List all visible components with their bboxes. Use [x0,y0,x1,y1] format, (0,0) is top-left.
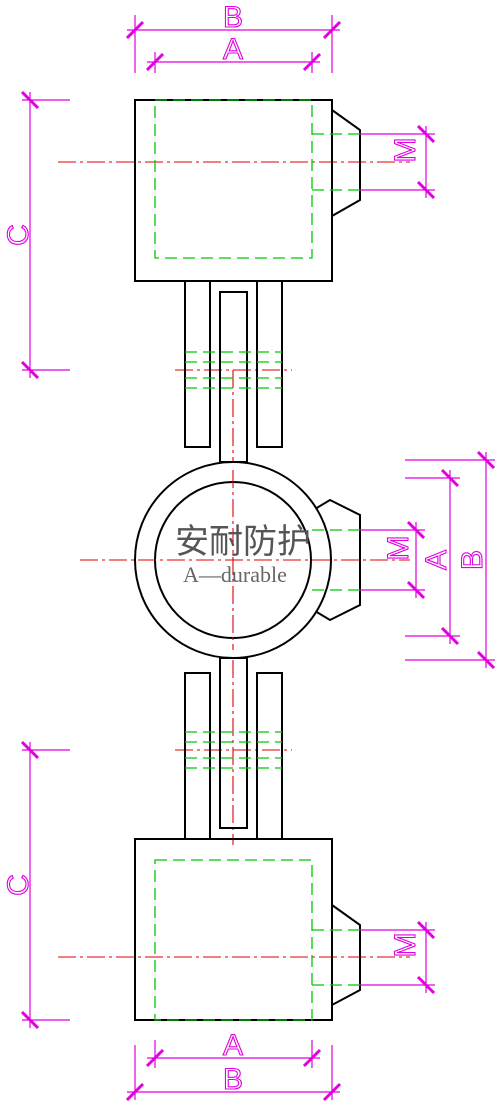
bottom-block-hidden-bore [154,859,313,1021]
bottom-b-tick-right [322,1082,342,1102]
top-b-label: B [223,1,243,34]
top-a-tick-left [145,52,165,72]
upper-right-strap [256,280,283,448]
middle-b-tick-top [476,450,496,470]
middle-a-tick-bottom [440,626,460,646]
watermark-chinese-text: 安耐防护 [175,522,311,562]
upper-left-strap [184,280,211,448]
watermark: 安耐防护 A—durable [175,522,311,587]
lower-left-strap [184,672,211,840]
watermark-english-text: A—durable [183,562,287,587]
top-block [134,99,361,282]
bottom-m-tick-top [416,920,436,940]
top-c-tick-bottom [20,360,40,380]
bottom-block-lug [331,903,361,1007]
bottom-m-label: M [389,933,422,958]
bottom-block-body [134,838,333,1021]
bottom-b-tick-left [125,1082,145,1102]
middle-ring [80,461,410,659]
middle-m-label: M [382,536,415,561]
top-a-tick-right [302,52,322,72]
lower-straps [184,657,283,840]
middle-b-tick-bottom [476,650,496,670]
top-m-label: M [389,138,422,163]
bottom-m-tick-bottom [416,975,436,995]
middle-m-tick-bottom [406,580,426,600]
top-m-tick-top [416,124,436,144]
bottom-block [134,838,361,1021]
bottom-a-label: A [223,1029,243,1062]
top-c-label: C [2,224,35,246]
bottom-a-tick-left [145,1048,165,1068]
top-block-body [134,99,333,282]
top-b-tick-left [125,20,145,40]
bottom-dimensions: C M A B [1,740,436,1102]
top-m-tick-bottom [416,180,436,200]
top-c-tick-top [20,90,40,110]
middle-m-tick-top [406,520,426,540]
middle-dimensions: M A B [360,450,496,670]
bottom-c-label: C [2,874,35,896]
middle-b-label: B [456,550,489,570]
top-b-tick-right [322,20,342,40]
top-block-hidden-bore [154,99,313,259]
top-block-lug [331,108,361,218]
bottom-a-tick-right [302,1048,322,1068]
lower-center-bar [219,657,248,829]
top-a-label: A [223,33,243,66]
middle-a-tick-top [440,468,460,488]
lower-right-strap [256,672,283,840]
middle-a-label: A [420,550,453,570]
bottom-b-label: B [223,1063,243,1096]
bottom-c-tick-top [20,740,40,760]
top-dimensions: B A C M [1,0,436,380]
bottom-c-tick-bottom [20,1010,40,1030]
